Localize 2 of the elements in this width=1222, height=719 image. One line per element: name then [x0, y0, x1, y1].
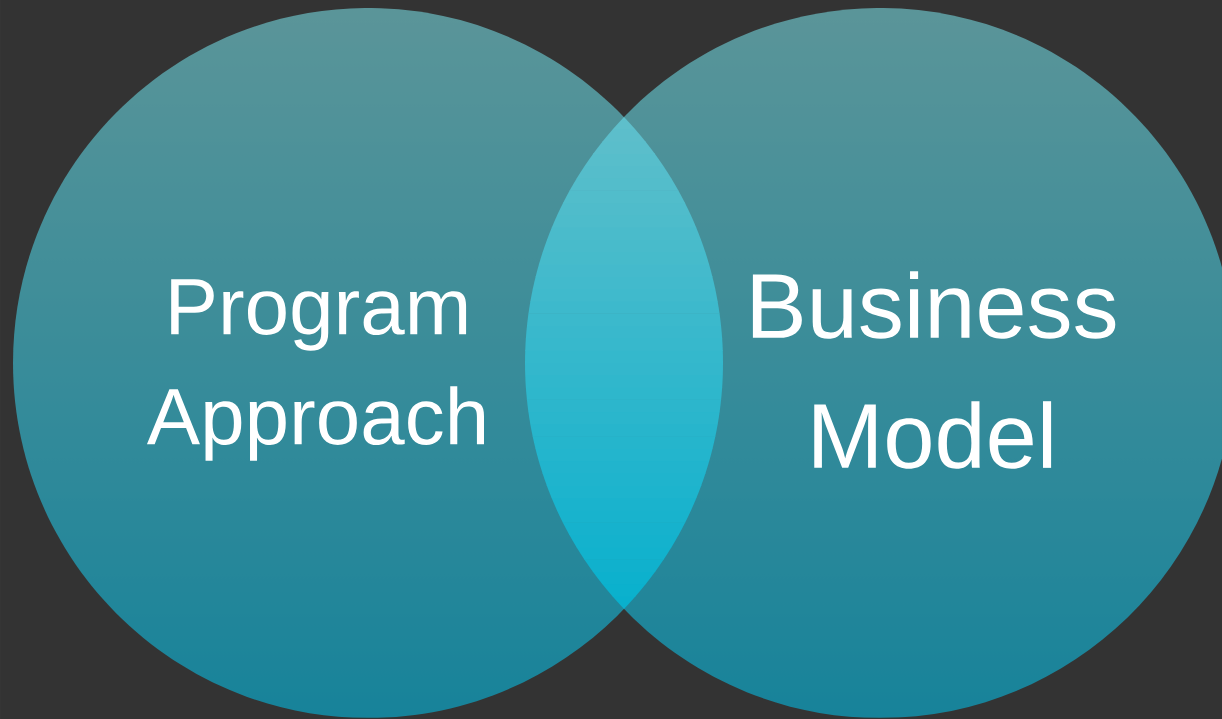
circle-label: Business Model	[752, 271, 1116, 469]
circle-label: Program Approach	[146, 279, 484, 461]
